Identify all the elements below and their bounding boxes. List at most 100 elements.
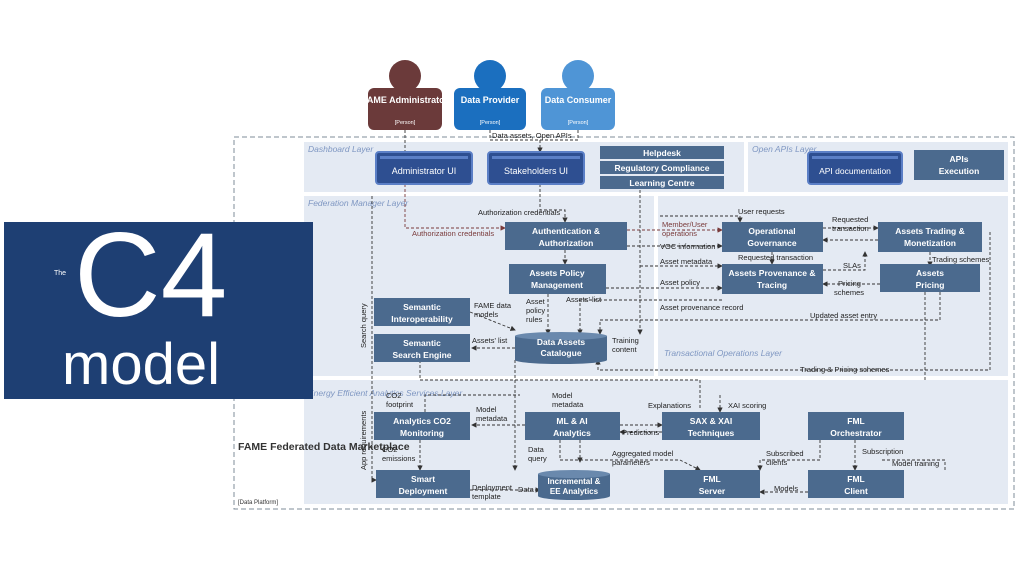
label-aggregated-params-2: parameters <box>612 458 650 467</box>
data-assets-catalogue: Data Assets Catalogue <box>515 332 607 364</box>
label-explanations: Explanations <box>648 401 691 410</box>
svg-text:Smart: Smart <box>411 474 435 484</box>
label-asset-policy-rules-2: policy <box>526 306 545 315</box>
svg-text:Orchestrator: Orchestrator <box>830 428 882 438</box>
svg-text:API documentation: API documentation <box>819 166 891 176</box>
label-co2-emissions: CO2 <box>382 445 397 454</box>
label-xai-scoring: XAI scoring <box>728 401 766 410</box>
label-predictions: Predictions <box>622 428 659 437</box>
federation-layer-label: Federation Manager Layer <box>308 198 409 208</box>
assets-trading-monetization: Assets Trading & Monetization <box>878 222 982 252</box>
label-asset-provenance-record: Asset provenance record <box>660 303 743 312</box>
label-co2-footprint: CO2 <box>386 391 401 400</box>
svg-text:[Person]: [Person] <box>480 120 501 126</box>
svg-text:Deployment: Deployment <box>399 486 448 496</box>
svg-text:EE Analytics: EE Analytics <box>550 487 599 496</box>
incremental-ee-analytics: Incremental & EE Analytics <box>538 470 610 500</box>
label-pricing-schemes-2: schemes <box>834 288 864 297</box>
label-co2-footprint-2: footprint <box>386 400 414 409</box>
api-documentation: API documentation <box>807 151 903 185</box>
energy-layer-label: Energy Efficient Analytics Services Laye… <box>308 388 463 398</box>
svg-text:Management: Management <box>531 280 583 290</box>
svg-text:Data Consumer: Data Consumer <box>545 95 612 105</box>
actor-data-provider: Data Provider [Person] <box>454 60 526 130</box>
label-co2-emissions-2: emissions <box>382 454 416 463</box>
label-authorization-credentials-1: Authorization credentials <box>478 208 560 217</box>
svg-text:Administrator UI: Administrator UI <box>392 166 457 176</box>
svg-text:Assets Policy: Assets Policy <box>529 268 585 278</box>
semantic-search-engine: Semantic Search Engine <box>374 334 470 362</box>
analytics-co2-monitoring: Analytics CO2 Monitoring <box>374 412 470 440</box>
label-model-training: Model training <box>892 459 939 468</box>
label-member-user-ops-2: operations <box>662 229 697 238</box>
svg-text:FML: FML <box>847 416 864 426</box>
sax-xai-techniques: SAX & XAI Techniques <box>662 412 760 440</box>
svg-text:ML & AI: ML & AI <box>556 416 587 426</box>
svg-text:Monitoring: Monitoring <box>400 428 444 438</box>
svg-text:Analytics: Analytics <box>553 428 591 438</box>
label-model-metadata-1b: metadata <box>476 414 508 423</box>
svg-text:Stakeholders UI: Stakeholders UI <box>504 166 568 176</box>
label-assets-list-1: Assets' list <box>566 295 602 304</box>
openapis-layer-label: Open APIs Layer <box>752 144 818 154</box>
svg-text:Monetization: Monetization <box>904 238 956 248</box>
svg-text:Operational: Operational <box>748 226 795 236</box>
administrator-ui: Administrator UI <box>375 151 473 185</box>
label-assets-list-2: Assets' list <box>472 336 508 345</box>
label-user-requests: User requests <box>738 207 785 216</box>
svg-text:[Person]: [Person] <box>568 120 589 126</box>
system-type: [Data Platform] <box>238 500 278 506</box>
label-data-query: Data <box>528 445 545 454</box>
authentication-authorization: Authentication & Authorization <box>505 222 627 250</box>
fml-server: FML Server <box>664 470 760 498</box>
svg-text:Tracing: Tracing <box>757 280 787 290</box>
label-training-content: Training <box>612 336 639 345</box>
label-pricing-schemes: Pricing <box>838 279 861 288</box>
svg-text:FML: FML <box>847 474 864 484</box>
label-data-query-2: query <box>528 454 547 463</box>
svg-text:FML: FML <box>703 474 720 484</box>
label-model-metadata-2: Model <box>552 391 573 400</box>
label-authorization-credentials-2: Authorization credentials <box>412 229 494 238</box>
svg-text:APIs: APIs <box>950 154 969 164</box>
label-asset-policy-rules: Asset <box>526 297 546 306</box>
svg-text:Interoperability: Interoperability <box>391 314 453 324</box>
svg-text:Analytics CO2: Analytics CO2 <box>393 416 451 426</box>
label-asset-policy: Asset policy <box>660 278 700 287</box>
svg-text:Pricing: Pricing <box>916 280 945 290</box>
label-data: Data <box>518 485 535 494</box>
label-asset-metadata: Asset metadata <box>660 257 713 266</box>
logo-model: model <box>62 332 220 397</box>
svg-text:Assets Provenance &: Assets Provenance & <box>729 268 816 278</box>
operational-governance: Operational Governance <box>722 222 823 252</box>
system-title: FAME Federated Data Marketplace <box>238 441 410 453</box>
svg-text:Authorization: Authorization <box>539 238 594 248</box>
regulatory-compliance: Regulatory Compliance <box>600 161 724 174</box>
svg-text:Assets: Assets <box>916 268 944 278</box>
svg-text:Data Assets: Data Assets <box>537 337 586 347</box>
svg-text:Semantic: Semantic <box>403 302 441 312</box>
label-updated-asset-entry: Updated asset entry <box>810 311 877 320</box>
label-asset-policy-rules-3: rules <box>526 315 543 324</box>
actor-fame-administrator: FAME Administrator [Person] <box>362 60 449 130</box>
stakeholders-ui: Stakeholders UI <box>487 151 585 185</box>
assets-pricing: Assets Pricing <box>880 264 980 292</box>
logo-the: The <box>54 270 67 277</box>
label-aggregated-params: Aggregated model <box>612 449 674 458</box>
label-requested-transaction-2: Requested transaction <box>738 253 813 262</box>
label-trading-schemes: Trading schemes <box>932 255 989 264</box>
logo-c4: C4 <box>74 222 228 342</box>
fml-orchestrator: FML Orchestrator <box>808 412 904 440</box>
label-trading-pricing-schemes: Trading & Pricing schemes <box>800 365 890 374</box>
svg-text:Catalogue: Catalogue <box>540 348 581 358</box>
assets-policy-management: Assets Policy Management <box>509 264 606 294</box>
label-search-query: Search query <box>359 303 368 348</box>
svg-text:Authentication &: Authentication & <box>532 226 600 236</box>
label-subscribed-clients-2: clients <box>766 458 788 467</box>
transactional-layer-label: Transactional Operations Layer <box>664 348 783 358</box>
svg-text:FAME Administrator: FAME Administrator <box>362 95 449 105</box>
label-model-metadata-2b: metadata <box>552 400 584 409</box>
svg-text:Search Engine: Search Engine <box>392 350 451 360</box>
dashboard-layer-label: Dashboard Layer <box>308 144 374 154</box>
